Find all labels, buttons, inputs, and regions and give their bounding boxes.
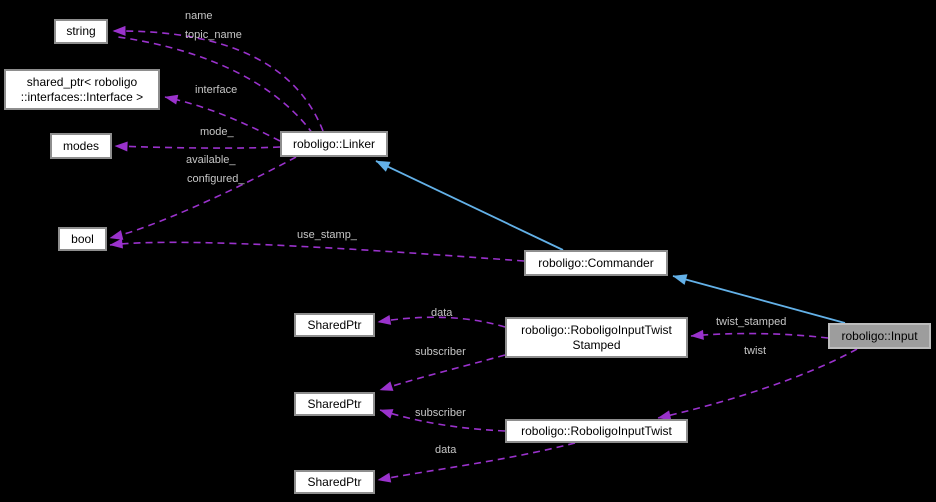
edge-input-to-twiststamped — [690, 329, 829, 340]
node-roboligo-linker[interactable]: roboligo::Linker — [280, 131, 388, 157]
edge-linker-to-shared-ptr-interface — [164, 94, 281, 142]
node-sharedptr-3[interactable]: SharedPtr — [294, 470, 375, 494]
edge-commander-to-bool — [109, 238, 525, 262]
node-shared-ptr-interface[interactable]: shared_ptr< roboligo ::interfaces::Inter… — [4, 69, 160, 110]
node-roboligo-input[interactable]: roboligo::Input — [828, 323, 931, 349]
node-roboligo-input-label: roboligo::Input — [841, 328, 918, 343]
node-bool[interactable]: bool — [58, 227, 107, 251]
edge-label-subscriber-stamped: subscriber — [415, 346, 466, 358]
edge-input-to-twist — [657, 348, 858, 421]
edge-twiststamped-to-sharedptr1 — [377, 315, 506, 328]
edge-label-use-stamp: use_stamp_ — [297, 229, 357, 241]
node-roboligo-commander-label: roboligo::Commander — [538, 255, 654, 270]
edge-label-data-twist: data — [435, 444, 457, 456]
edge-label-configured: configured_ — [187, 173, 245, 185]
node-sharedptr-3-label: SharedPtr — [307, 474, 362, 489]
node-sharedptr-2[interactable]: SharedPtr — [294, 392, 375, 416]
node-sharedptr-2-label: SharedPtr — [307, 396, 362, 411]
edge-twiststamped-to-sharedptr2 — [379, 354, 506, 391]
edge-input-to-commander — [672, 274, 846, 324]
node-bool-label: bool — [71, 231, 94, 246]
node-roboligo-input-twist-stamped-line1: roboligo::RoboligoInputTwist — [521, 322, 672, 337]
node-shared-ptr-interface-line1: shared_ptr< roboligo — [26, 74, 138, 89]
edge-label-subscriber-twist: subscriber — [415, 407, 466, 419]
edge-label-name: name — [185, 10, 213, 22]
node-shared-ptr-interface-line2: ::interfaces::Interface > — [20, 89, 144, 104]
edge-label-interface: interface — [195, 84, 238, 96]
edge-label-available: available_ — [186, 154, 236, 166]
edge-twist-to-sharedptr3 — [377, 442, 576, 483]
node-roboligo-input-twist-stamped[interactable]: roboligo::RoboligoInputTwist Stamped — [505, 317, 688, 358]
node-sharedptr-1-label: SharedPtr — [307, 317, 362, 332]
node-roboligo-input-twist[interactable]: roboligo::RoboligoInputTwist — [505, 419, 688, 443]
node-roboligo-input-twist-stamped-line2: Stamped — [572, 337, 621, 352]
node-string[interactable]: string — [54, 19, 108, 44]
node-sharedptr-1[interactable]: SharedPtr — [294, 313, 375, 337]
node-modes-label: modes — [62, 138, 100, 153]
edge-twist-to-sharedptr2 — [379, 409, 506, 432]
edge-label-mode: mode_ — [200, 126, 234, 138]
node-string-label: string — [66, 24, 96, 38]
edge-linker-to-string-merge — [117, 36, 314, 135]
node-modes[interactable]: modes — [50, 133, 112, 159]
node-roboligo-input-twist-label: roboligo::RoboligoInputTwist — [521, 423, 672, 438]
edge-linker-to-bool — [109, 156, 297, 240]
edge-label-topic-name: topic_name — [185, 29, 242, 41]
edge-label-data-stamped: data — [431, 307, 453, 319]
edge-label-twist-stamped: twist_stamped — [716, 316, 787, 328]
node-roboligo-linker-label: roboligo::Linker — [292, 136, 376, 151]
node-roboligo-commander[interactable]: roboligo::Commander — [524, 250, 668, 276]
edge-linker-to-modes — [114, 141, 281, 152]
edge-commander-to-linker — [375, 160, 564, 251]
edge-label-twist: twist — [744, 345, 766, 357]
